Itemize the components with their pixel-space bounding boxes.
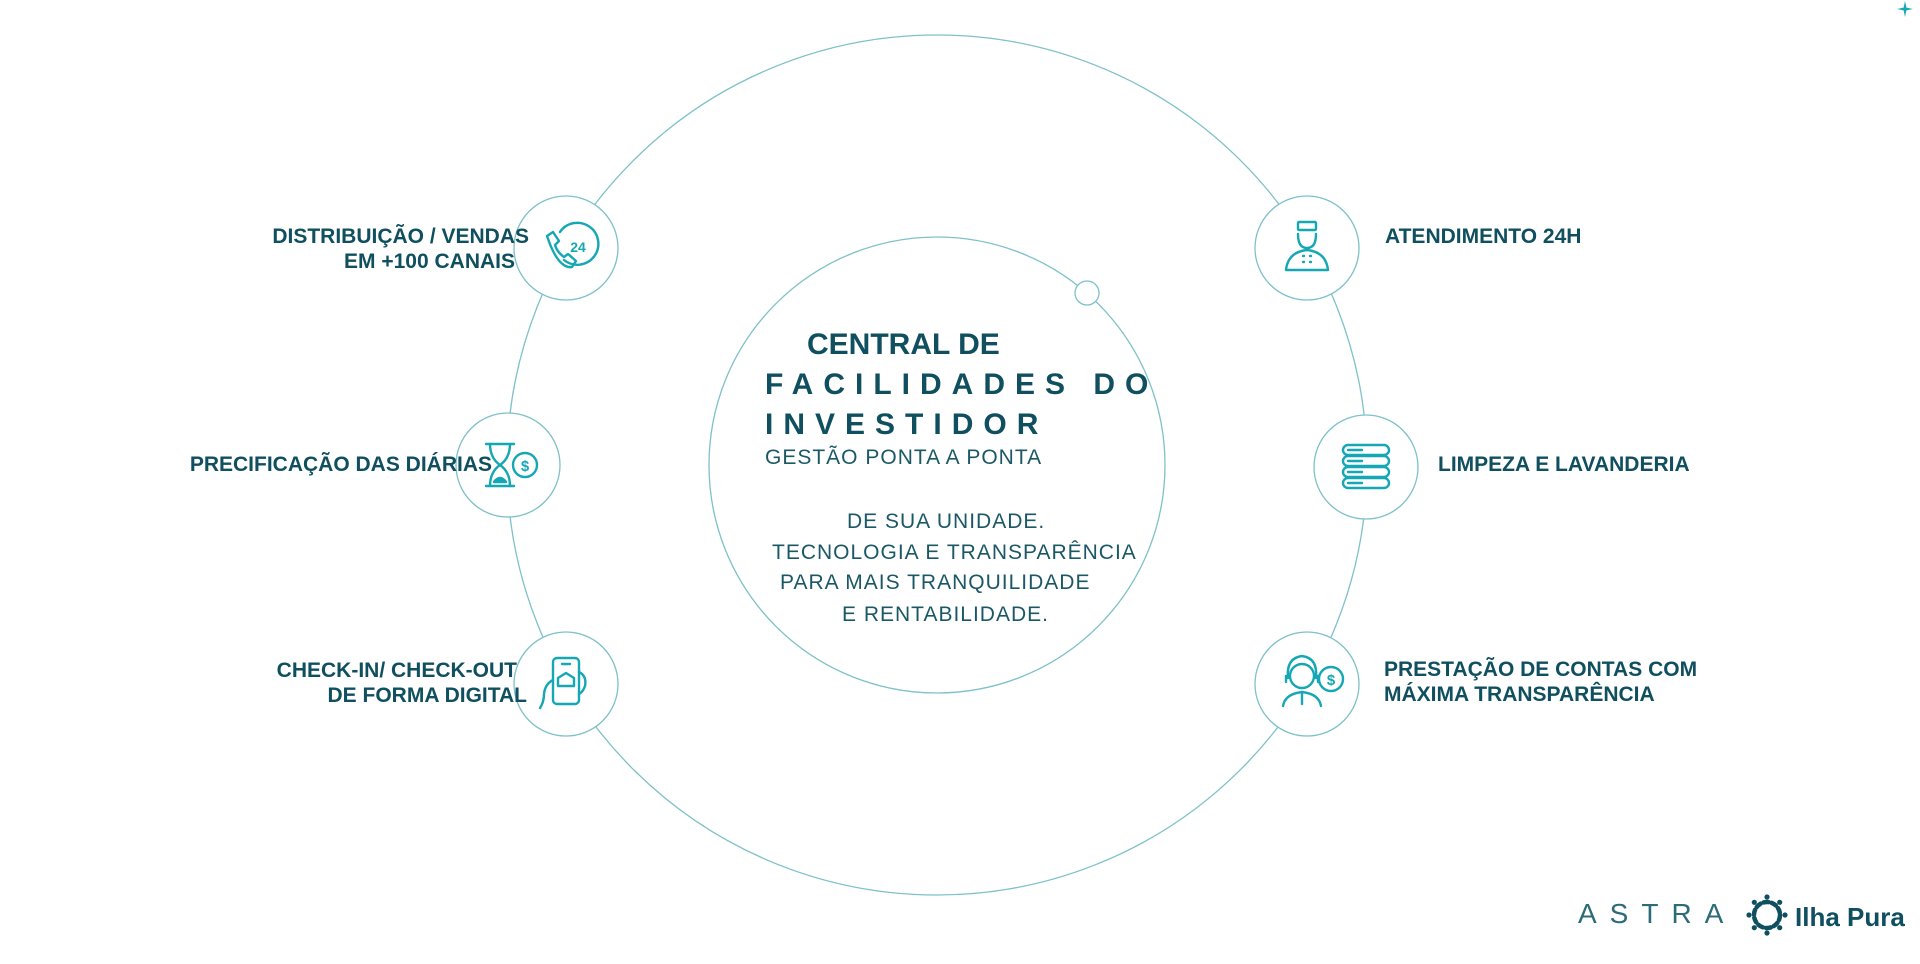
- phone-24h-icon: 24: [545, 221, 600, 269]
- hourglass-dollar-icon: $: [484, 442, 539, 488]
- center-title-line3: INVESTIDOR: [765, 408, 1049, 441]
- svg-text:24: 24: [570, 239, 586, 255]
- center-title-line1: CENTRAL DE: [807, 328, 1000, 361]
- feature-service: ATENDIMENTO 24H: [1385, 224, 1581, 249]
- center-body-line1: GESTÃO PONTA A PONTA: [765, 446, 1043, 469]
- center-body-line2: DE SUA UNIDADE.: [847, 510, 1046, 533]
- node-distribution: [513, 195, 619, 301]
- feature-distribution-line2: EM +100 CANAIS: [344, 250, 515, 273]
- center-body-line3: TECNOLOGIA E TRANSPARÊNCIA: [772, 541, 1137, 564]
- ilha-pura-logo-icon: [1746, 894, 1788, 936]
- feature-accountability: PRESTAÇÃO DE CONTAS COM MÁXIMA TRANSPARÊ…: [1384, 657, 1697, 707]
- center-title-line2: FACILIDADES DO: [765, 368, 1159, 401]
- feature-checkin: CHECK-IN/ CHECK-OUT DE FORMA DIGITAL: [277, 658, 527, 708]
- feature-accountability-line1: PRESTAÇÃO DE CONTAS COM: [1384, 658, 1698, 681]
- node-checkin: [513, 631, 619, 737]
- smartphone-hand-icon: [538, 656, 587, 710]
- feature-cleaning-line1: LIMPEZA E LAVANDERIA: [1438, 453, 1690, 476]
- feature-checkin-line2: DE FORMA DIGITAL: [327, 684, 527, 707]
- ilha-pura-logo-text: Ilha Pura: [1795, 902, 1905, 932]
- node-pricing: [455, 412, 561, 518]
- sparkle-icon: [1897, 1, 1913, 17]
- center-body-line4: PARA MAIS TRANQUILIDADE: [780, 571, 1091, 594]
- astra-logo: ASTRA: [1578, 898, 1737, 929]
- agent-dollar-icon: $: [1281, 654, 1345, 708]
- inner-ring-marker: [1074, 280, 1100, 306]
- bellboy-icon: [1284, 220, 1330, 272]
- center-body-line5: E RENTABILIDADE.: [842, 603, 1049, 626]
- inner-ring: [708, 236, 1166, 694]
- node-accountability: [1254, 631, 1360, 737]
- feature-pricing-line1: PRECIFICAÇÃO DAS DIÁRIAS: [189, 453, 492, 476]
- feature-pricing: PRECIFICAÇÃO DAS DIÁRIAS: [190, 452, 492, 477]
- towels-stack-icon: [1341, 443, 1391, 490]
- feature-checkin-line1: CHECK-IN/ CHECK-OUT: [276, 659, 517, 682]
- feature-distribution: DISTRIBUIÇÃO / VENDAS EM +100 CANAIS: [272, 224, 529, 274]
- feature-distribution-line1: DISTRIBUIÇÃO / VENDAS: [272, 225, 529, 248]
- feature-accountability-line2: MÁXIMA TRANSPARÊNCIA: [1384, 683, 1655, 706]
- feature-service-line1: ATENDIMENTO 24H: [1385, 225, 1582, 248]
- svg-text:$: $: [521, 458, 530, 475]
- svg-text:$: $: [1327, 672, 1336, 689]
- feature-cleaning: LIMPEZA E LAVANDERIA: [1438, 452, 1690, 477]
